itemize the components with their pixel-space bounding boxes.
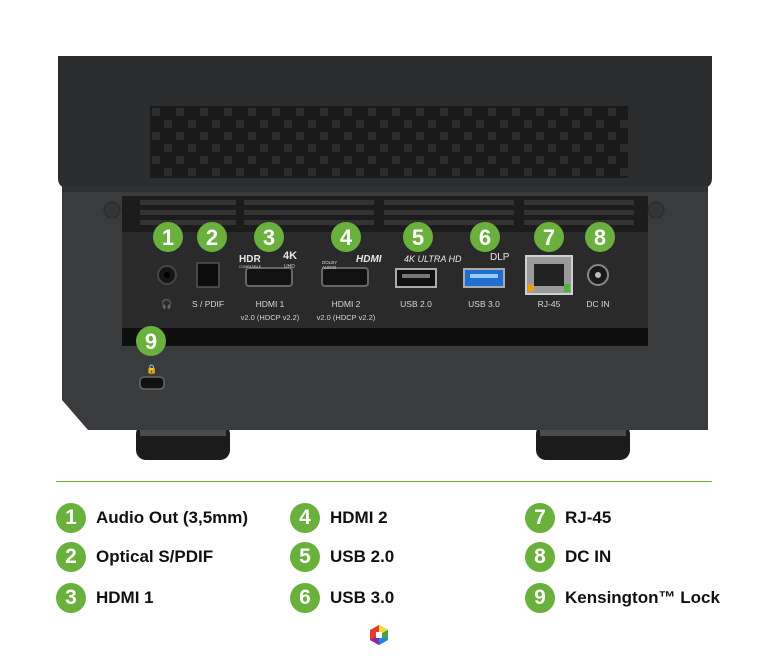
device-badges: 1 2 3 4 5 6 7 8 9 — [136, 222, 615, 356]
device-badge-5: 5 — [403, 222, 433, 252]
brand-logo-icon — [370, 625, 388, 645]
svg-text:7: 7 — [543, 225, 555, 250]
hdmi2-version: v2.0 (HDCP v2.2) — [317, 313, 376, 322]
svg-text:3: 3 — [263, 225, 275, 250]
svg-text:AUDIO: AUDIO — [322, 265, 337, 270]
spdif-port — [196, 262, 220, 288]
screw-hole-left — [103, 201, 121, 219]
device-badge-1: 1 — [153, 222, 183, 252]
svg-text:UHD: UHD — [284, 264, 295, 270]
hdmi1-version: v2.0 (HDCP v2.2) — [241, 313, 300, 322]
svg-text:1: 1 — [162, 225, 174, 250]
dlp-logo: DLP — [490, 252, 510, 263]
device-badge-6: 6 — [470, 222, 500, 252]
certification-logos: HDR COMPATIBLE 4K UHD DOLBY AUDIO HDMI 4… — [239, 250, 510, 270]
device-badge-7: 7 — [534, 222, 564, 252]
screw-hole-right — [647, 201, 665, 219]
svg-text:5: 5 — [412, 225, 424, 250]
svg-text:COMPATIBLE: COMPATIBLE — [239, 265, 262, 269]
headphone-icon: 🎧 — [161, 298, 172, 310]
hdmi1-label: HDMI 1 — [256, 299, 285, 309]
hdmi1-port — [245, 267, 293, 287]
lock-icon: 🔒 — [146, 364, 157, 375]
legend-divider — [56, 481, 712, 482]
hdmi-logo: HDMI — [356, 254, 382, 265]
svg-text:8: 8 — [594, 225, 606, 250]
device-badge-9: 9 — [136, 326, 166, 356]
svg-text:6: 6 — [479, 225, 491, 250]
4k-logo: 4K — [283, 250, 297, 262]
device-badge-3: 3 — [254, 222, 284, 252]
kensington-lock-slot — [139, 376, 165, 390]
rj45-label: RJ-45 — [538, 299, 561, 309]
dolby-logo: DOLBY — [322, 260, 337, 265]
device-badge-4: 4 — [331, 222, 361, 252]
ultrahd-logo: 4K ULTRA HD — [404, 254, 462, 264]
panel-vents — [140, 200, 634, 225]
device-badge-2: 2 — [197, 222, 227, 252]
hdr-logo: HDR — [239, 254, 261, 265]
svg-text:2: 2 — [206, 225, 218, 250]
svg-text:4: 4 — [340, 225, 353, 250]
device-badge-8: 8 — [585, 222, 615, 252]
usb3-label: USB 3.0 — [468, 299, 500, 309]
top-vent-grid — [150, 106, 628, 178]
svg-text:9: 9 — [145, 329, 157, 354]
hdmi2-port — [321, 267, 369, 287]
spdif-label: S / PDIF — [192, 299, 224, 309]
dcin-label: DC IN — [586, 299, 609, 309]
usb2-label: USB 2.0 — [400, 299, 432, 309]
hdmi2-label: HDMI 2 — [332, 299, 361, 309]
